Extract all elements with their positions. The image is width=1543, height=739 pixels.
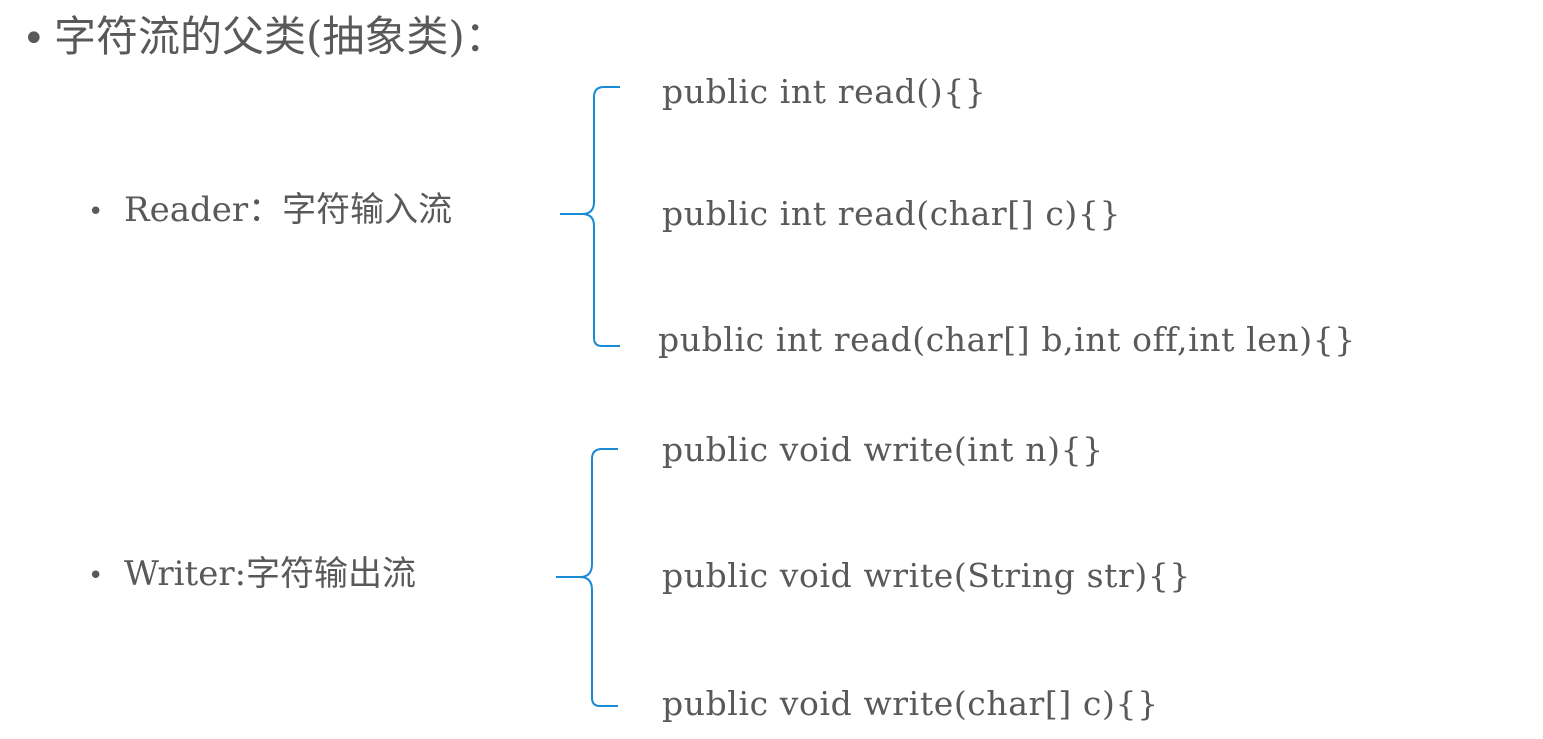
reader-brace: [560, 86, 620, 347]
reader-bullet: •: [88, 197, 104, 227]
reader-method-3: public int read(char[] b,int off,int len…: [658, 320, 1356, 359]
reader-label: Reader：字符输入流: [124, 190, 453, 230]
writer-method-2: public void write(String str){}: [662, 556, 1192, 595]
reader-method-1: public int read(){}: [662, 72, 987, 111]
writer-method-3: public void write(char[] c){}: [662, 684, 1159, 723]
page-title: 字符流的父类(抽象类)：: [54, 12, 507, 61]
writer-label: Writer:字符输出流: [124, 554, 417, 594]
writer-method-1: public void write(int n){}: [662, 430, 1104, 469]
writer-bullet: •: [88, 561, 104, 591]
writer-brace: [556, 448, 618, 707]
reader-method-2: public int read(char[] c){}: [662, 194, 1122, 233]
heading-bullet: •: [22, 16, 46, 62]
